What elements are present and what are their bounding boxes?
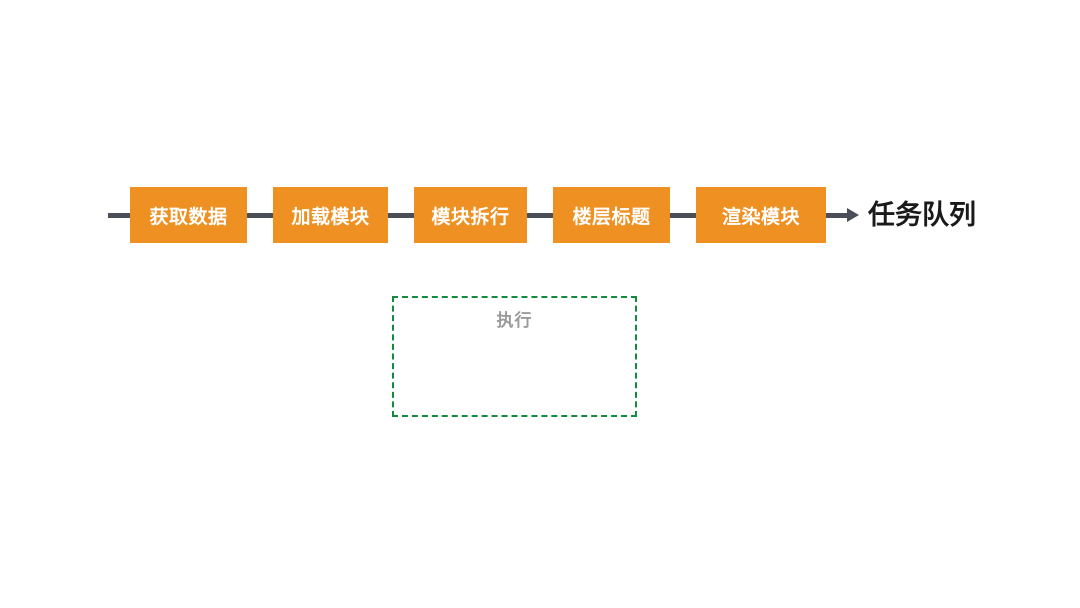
arrow-to-terminal (826, 208, 859, 222)
stage-box-3[interactable]: 模块拆行 (414, 187, 527, 243)
connector-line-4 (670, 212, 696, 218)
stage-box-3-label: 模块拆行 (431, 206, 510, 228)
dashed-group-box: 执行 (392, 296, 637, 417)
connector-line-2 (388, 212, 414, 218)
pipeline-flow: 获取数据 加载模块 模块拆行 楼层标题 渲染模块 任务队列 (108, 187, 976, 243)
connector-line-3 (527, 212, 553, 218)
stage-box-1-label: 获取数据 (149, 206, 228, 228)
dashed-group-caption: 执行 (496, 311, 533, 330)
stage-box-2-label: 加载模块 (291, 206, 370, 228)
stage-box-4-label: 楼层标题 (572, 206, 651, 228)
terminal-label: 任务队列 (868, 199, 976, 230)
stage-box-5-label: 渲染模块 (721, 206, 800, 228)
connector-line-1 (247, 212, 273, 218)
stage-box-5[interactable]: 渲染模块 (696, 187, 826, 243)
stage-box-1[interactable]: 获取数据 (130, 187, 247, 243)
arrow-shaft (826, 212, 848, 218)
connector-line-start (108, 212, 130, 218)
stage-box-2[interactable]: 加载模块 (273, 187, 388, 243)
stage-box-4[interactable]: 楼层标题 (553, 187, 670, 243)
arrow-head-icon (847, 208, 859, 222)
